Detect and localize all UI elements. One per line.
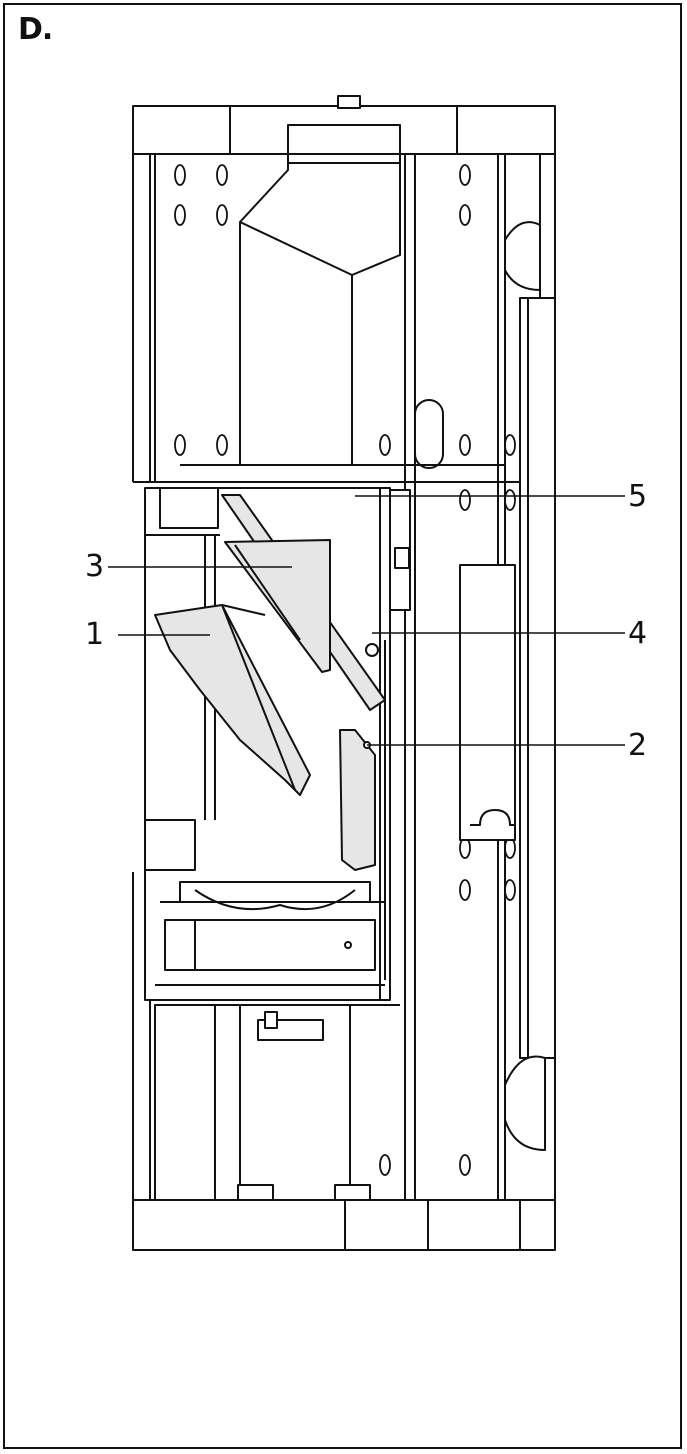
callout-1: 1 <box>85 617 105 652</box>
mounting-slots <box>174 164 516 1176</box>
burner-grate <box>155 881 400 1006</box>
figure-label: D. <box>18 12 53 47</box>
baffle-1 <box>154 604 311 796</box>
base-plinth <box>132 1199 556 1251</box>
lower-compartment <box>144 819 371 1201</box>
callout-3: 3 <box>85 549 105 584</box>
figure-frame <box>3 3 682 1449</box>
callout-4: 4 <box>628 616 648 651</box>
flue-duct <box>239 124 401 466</box>
baffle-3 <box>221 494 386 711</box>
callout-2: 2 <box>628 728 648 763</box>
callout-5: 5 <box>628 479 648 514</box>
upper-frame <box>150 153 555 1200</box>
side-panel <box>459 221 556 1151</box>
callout-leaders <box>108 495 625 746</box>
